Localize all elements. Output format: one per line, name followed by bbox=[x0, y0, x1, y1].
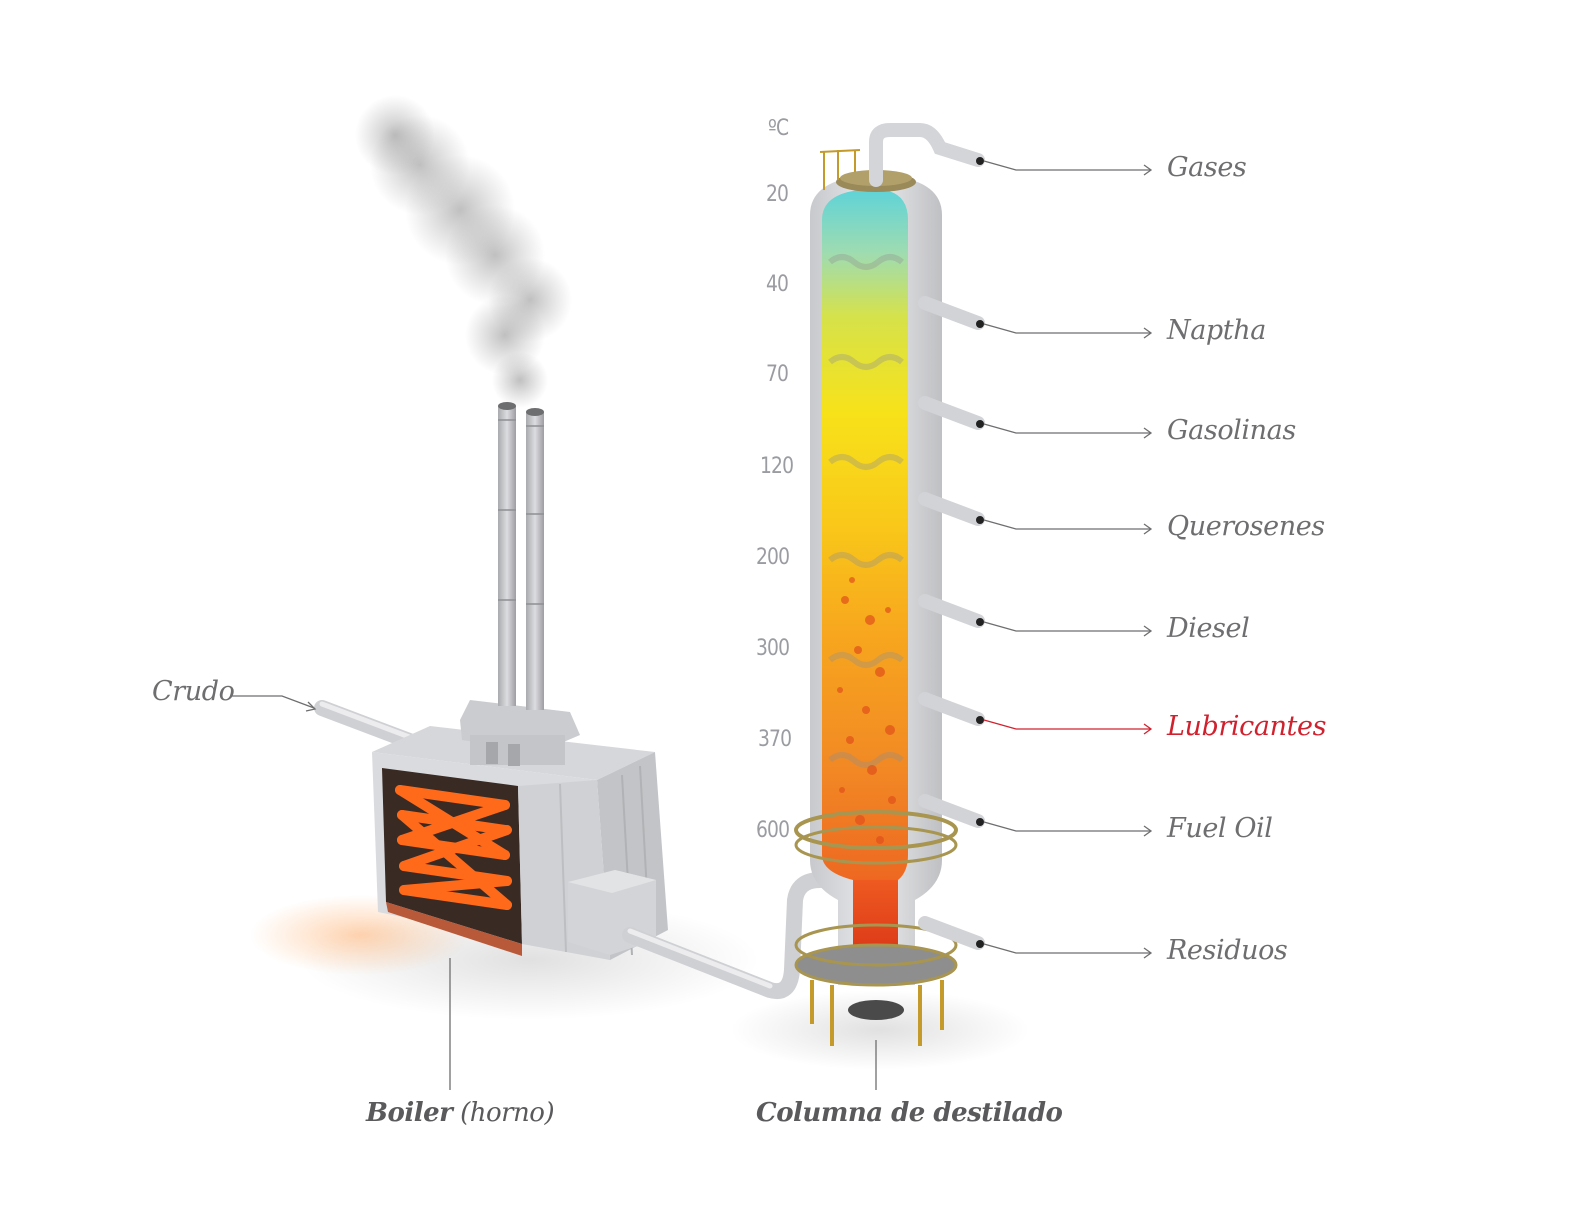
output-nozzles bbox=[918, 157, 985, 950]
output-leader bbox=[983, 423, 1150, 434]
temperature-tick: 20 bbox=[766, 182, 789, 207]
output-nozzle bbox=[918, 594, 985, 628]
smoke-plume bbox=[355, 95, 572, 408]
output-leader bbox=[983, 719, 1150, 730]
nozzle-opening bbox=[976, 818, 984, 826]
nozzle-opening bbox=[976, 618, 984, 626]
transfer-pipe bbox=[622, 872, 828, 999]
output-arrowhead bbox=[1143, 947, 1153, 959]
output-arrowhead bbox=[1143, 164, 1153, 176]
boiler-caption-bold: Boiler bbox=[366, 1098, 453, 1128]
nozzle-opening bbox=[976, 157, 984, 165]
column-caption: Columna de destilado bbox=[756, 1098, 1063, 1128]
output-leader bbox=[983, 323, 1150, 334]
temperature-unit: ºC bbox=[768, 116, 789, 141]
output-nozzle bbox=[918, 794, 985, 828]
output-label: Querosenes bbox=[1167, 511, 1325, 542]
boiler-caption: Boiler (horno) bbox=[366, 1098, 555, 1128]
output-label: Gases bbox=[1167, 152, 1247, 183]
output-nozzle bbox=[918, 492, 985, 526]
leader-lines bbox=[983, 160, 1153, 959]
temperature-tick: 70 bbox=[766, 362, 789, 387]
output-leader bbox=[983, 519, 1150, 530]
output-label: Gasolinas bbox=[1167, 415, 1296, 446]
output-nozzle bbox=[918, 916, 985, 950]
output-leader bbox=[983, 621, 1150, 632]
output-nozzle bbox=[918, 692, 985, 726]
output-leader bbox=[983, 821, 1150, 832]
temperature-tick: 600 bbox=[756, 818, 790, 843]
output-leader bbox=[983, 943, 1150, 954]
output-nozzle bbox=[918, 296, 985, 330]
boiler-caption-rest: (horno) bbox=[460, 1098, 555, 1128]
temperature-tick: 370 bbox=[758, 727, 792, 752]
nozzle-opening bbox=[976, 420, 984, 428]
output-nozzle bbox=[918, 396, 985, 430]
output-arrowhead bbox=[1143, 327, 1153, 339]
column-shadow bbox=[730, 990, 1030, 1070]
stacks bbox=[498, 402, 544, 710]
output-label: Diesel bbox=[1167, 613, 1250, 644]
output-leader bbox=[983, 160, 1150, 171]
crude-label: Crudo bbox=[152, 676, 235, 707]
boiler bbox=[372, 700, 668, 960]
output-arrowhead bbox=[1143, 825, 1153, 837]
temperature-tick: 120 bbox=[760, 454, 794, 479]
output-label: Naptha bbox=[1167, 315, 1266, 346]
output-arrowhead bbox=[1143, 523, 1153, 535]
temperature-tick: 300 bbox=[756, 636, 790, 661]
output-arrowhead bbox=[1143, 427, 1153, 439]
output-arrowhead bbox=[1143, 625, 1153, 637]
nozzle-opening bbox=[976, 320, 984, 328]
crude-pipe bbox=[314, 700, 420, 750]
nozzle-opening bbox=[976, 940, 984, 948]
distillation-column bbox=[794, 123, 985, 1046]
column-caption-text: Columna de destilado bbox=[756, 1098, 1063, 1128]
output-label: Residuos bbox=[1167, 935, 1288, 966]
nozzle-opening bbox=[976, 716, 984, 724]
temperature-tick: 200 bbox=[756, 545, 790, 570]
temperature-tick: 40 bbox=[766, 272, 789, 297]
output-label: Lubricantes bbox=[1167, 711, 1327, 742]
output-label: Fuel Oil bbox=[1167, 813, 1273, 844]
nozzle-opening bbox=[976, 516, 984, 524]
crude-leader bbox=[232, 695, 315, 709]
output-arrowhead bbox=[1143, 723, 1153, 735]
